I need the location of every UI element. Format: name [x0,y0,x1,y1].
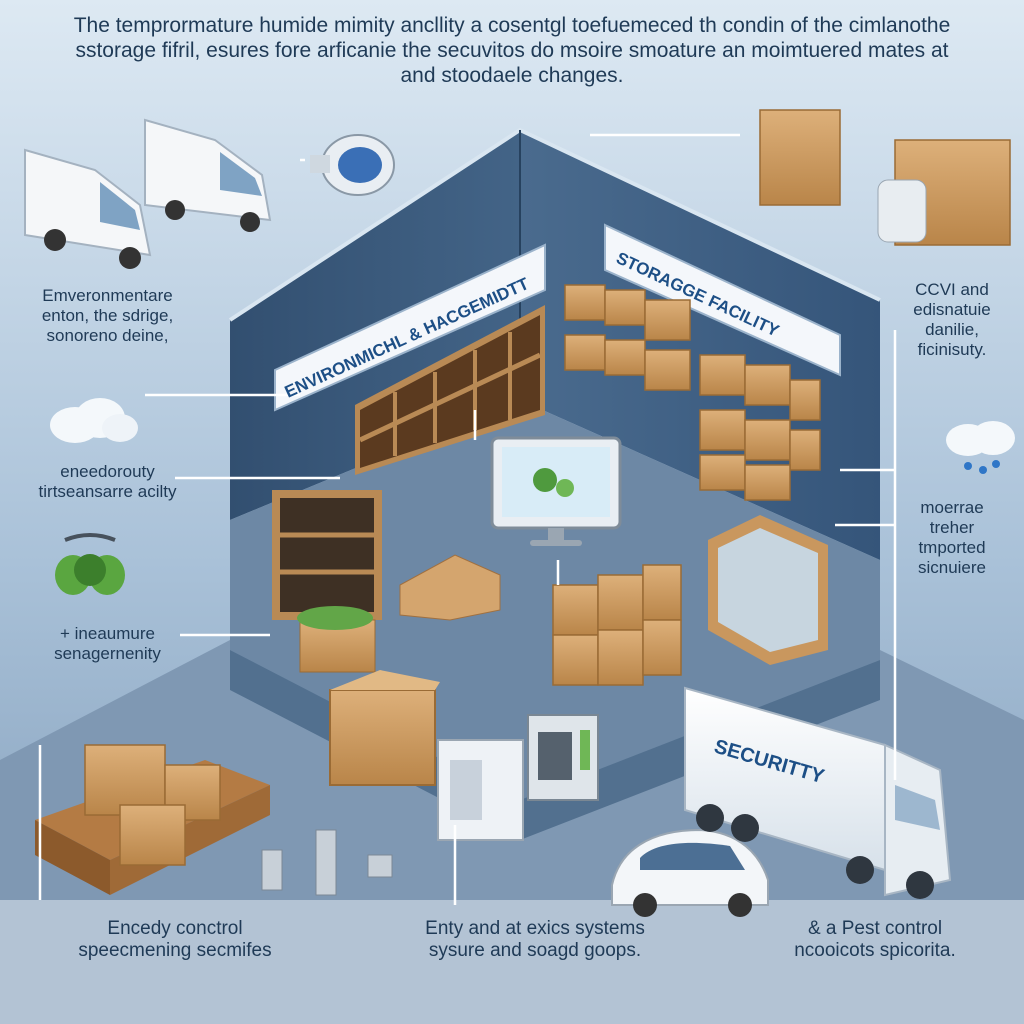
pest-bug-icon [55,533,125,595]
header-line-1: The temprormature humide mimity ancllity… [73,14,951,37]
pallet-with-boxes [35,744,270,895]
delivery-van-2 [144,118,272,232]
shelf-unit-floor [272,490,382,620]
cloud-icon [50,398,138,443]
left-label-environment: Emveronmentare enton, the sdrige, sonore… [41,286,174,346]
air-conditioner-unit [437,739,524,841]
plant-crate [297,606,376,673]
glass-cabinet [708,515,828,665]
bottom-label-control: Encedy conctrol speecmening secmifes [78,918,272,962]
header-line-2: sstorage fifril, esures fore arficanie t… [75,38,949,62]
right-label-storage: moerrae treher tmported sicnuiere [917,498,987,578]
dehumidifier-unit [527,714,599,801]
ceiling-sensor [310,134,395,196]
left-label-security: eneedorouty tirtseansarre acilty [38,462,177,502]
left-label-measurement: + ineaumure senagernenity [54,624,161,664]
header-line-3: and stoodaele changes. [400,63,624,87]
car [611,828,769,917]
large-box [329,670,440,786]
floor-sensors [261,829,393,896]
dehumidifier-top-right [877,179,927,243]
center-box-stack [552,564,682,686]
stacked-boxes-right-wall [564,284,821,501]
boxes-top-right [759,109,1011,246]
bottom-label-pest: & a Pest control ncooicots spicorita. [794,918,956,962]
header-description: The temprormature humide mimity ancllity… [10,14,1014,88]
right-label-cctv: CCVI and edisnatuie danilie, ficinisuty. [913,280,991,360]
shelf-unit-left [355,305,545,475]
monitoring-screen [490,436,622,546]
delivery-truck [684,686,952,899]
rain-cloud-icon [946,421,1015,474]
bottom-label-entry: Enty and at exics systems sysure and soa… [425,918,645,962]
delivery-van-1 [24,148,152,269]
